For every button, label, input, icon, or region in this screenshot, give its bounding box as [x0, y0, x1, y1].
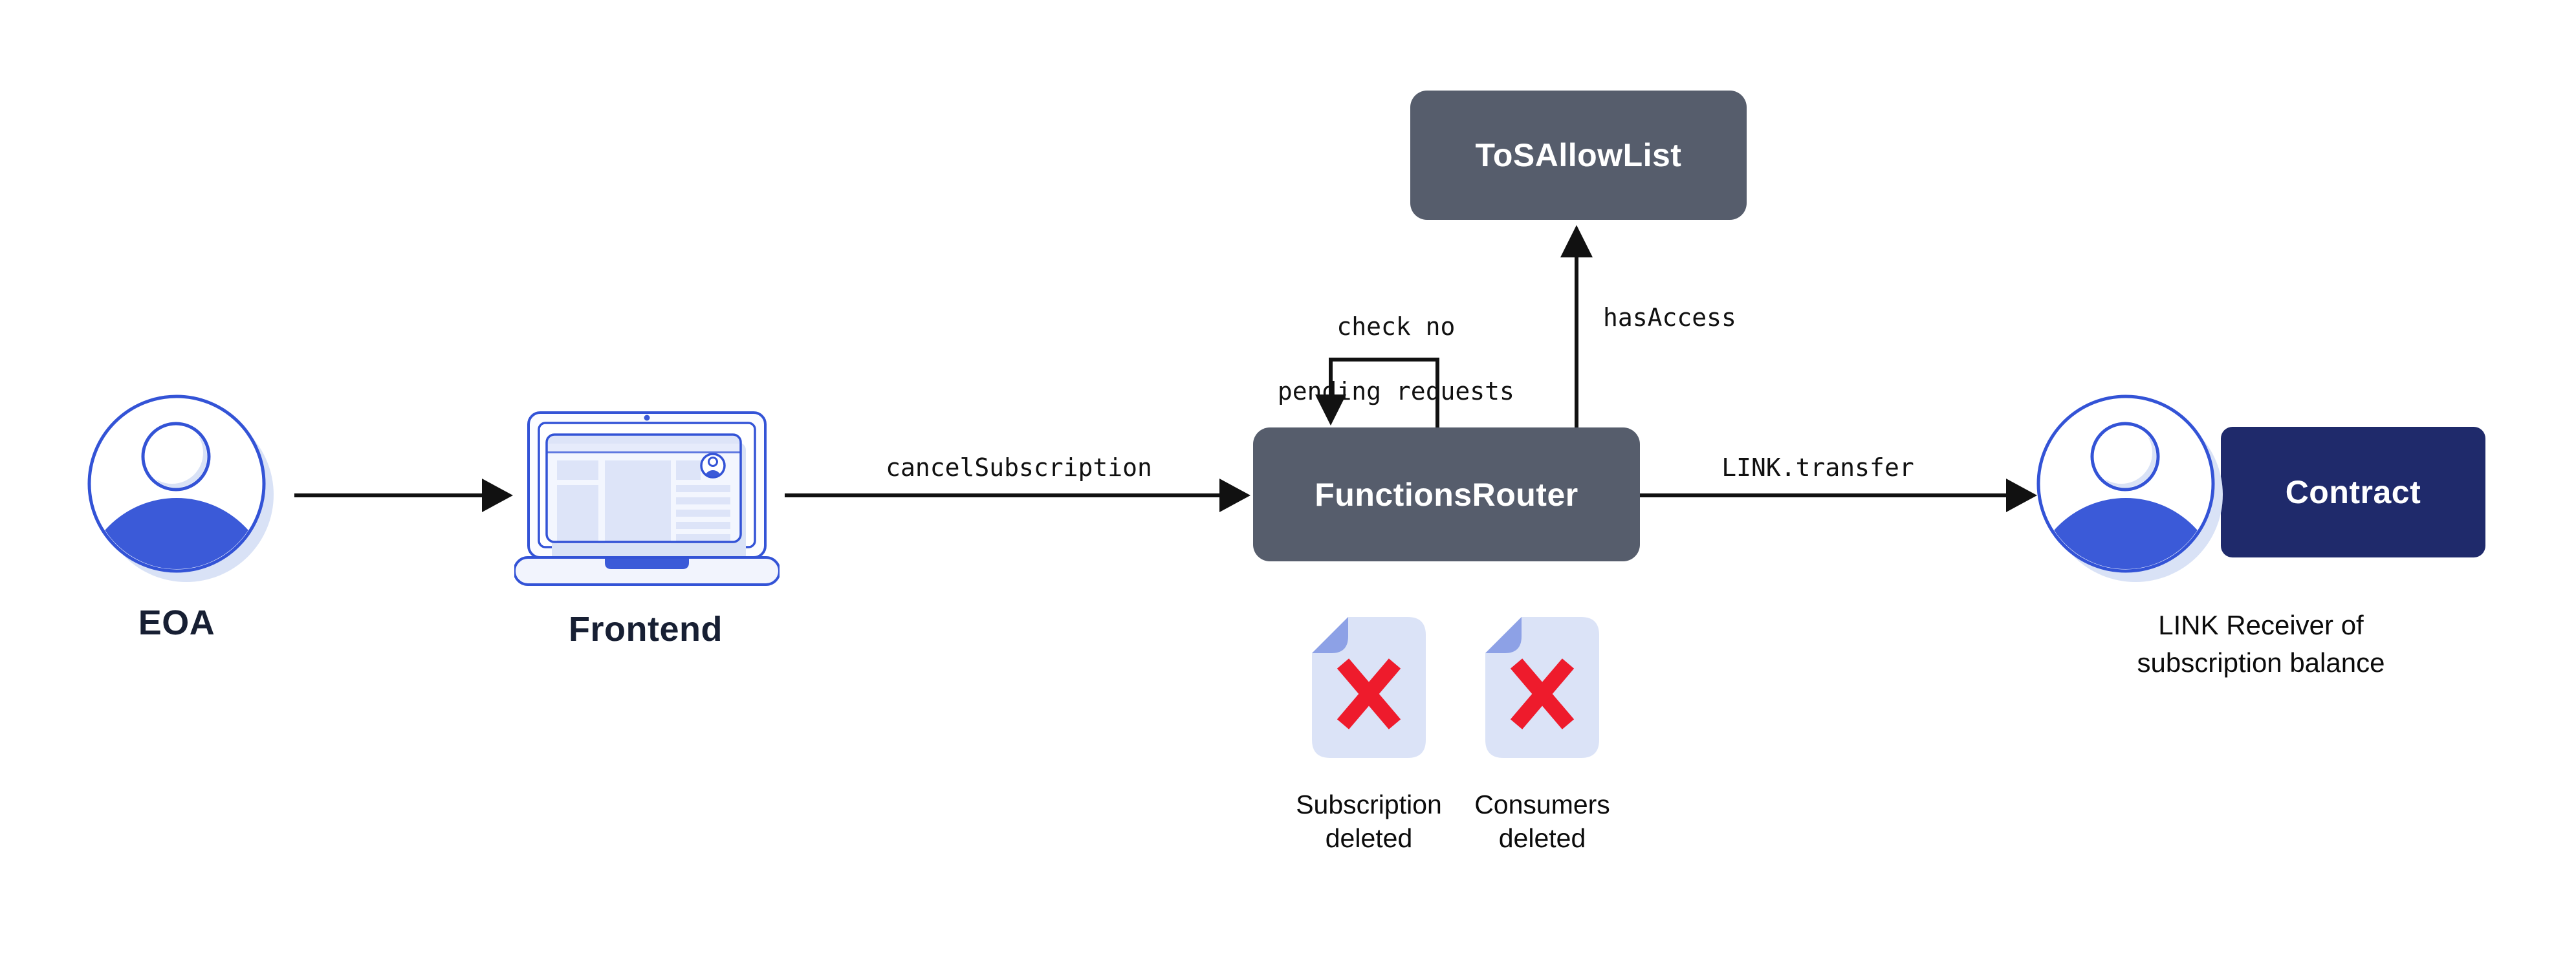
link-receiver-line2: subscription balance — [2137, 647, 2385, 678]
subscription-deleted-label: Subscription deleted — [1256, 788, 1482, 855]
node-contract: Contract — [2221, 427, 2485, 557]
frontend-laptop-icon — [514, 411, 780, 586]
subscription-deleted-doc-icon — [1312, 617, 1426, 758]
red-x-icon — [1510, 658, 1575, 729]
node-functionsrouter: FunctionsRouter — [1253, 427, 1640, 561]
consumers-deleted-line2: deleted — [1498, 823, 1586, 853]
node-tosallowlist: ToSAllowList — [1410, 91, 1747, 220]
contract-label: Contract — [2285, 474, 2421, 510]
edge-label-hasaccess: hasAccess — [1603, 303, 1736, 332]
check-pending-line1: check no — [1337, 312, 1456, 341]
edge-label-cancelsubscription: cancelSubscription — [886, 453, 1152, 482]
tosallowlist-label: ToSAllowList — [1475, 137, 1682, 173]
consumers-deleted-doc-icon — [1485, 617, 1599, 758]
red-x-icon — [1337, 658, 1401, 729]
subscription-deleted-line1: Subscription — [1296, 790, 1442, 819]
arrow-hasaccess — [1560, 225, 1593, 427]
check-pending-line2: pending requests — [1277, 377, 1514, 405]
arrow-eoa-to-frontend — [294, 479, 513, 512]
link-receiver-label: LINK Receiver of subscription balance — [2067, 607, 2455, 682]
edge-label-check-pending: check no pending requests — [1219, 278, 1543, 407]
link-receiver-line1: LINK Receiver of — [2158, 610, 2364, 640]
edge-label-link-transfer: LINK.transfer — [1721, 453, 1914, 482]
eoa-person-icon — [87, 394, 274, 582]
functionsrouter-label: FunctionsRouter — [1315, 476, 1578, 513]
consumers-deleted-label: Consumers deleted — [1429, 788, 1655, 855]
eoa-label: EOA — [138, 603, 215, 642]
avatar — [700, 453, 726, 479]
consumers-deleted-line1: Consumers — [1474, 790, 1610, 819]
subscription-deleted-line2: deleted — [1325, 823, 1413, 853]
receiver-person-icon — [2036, 394, 2223, 582]
frontend-label: Frontend — [569, 610, 723, 649]
